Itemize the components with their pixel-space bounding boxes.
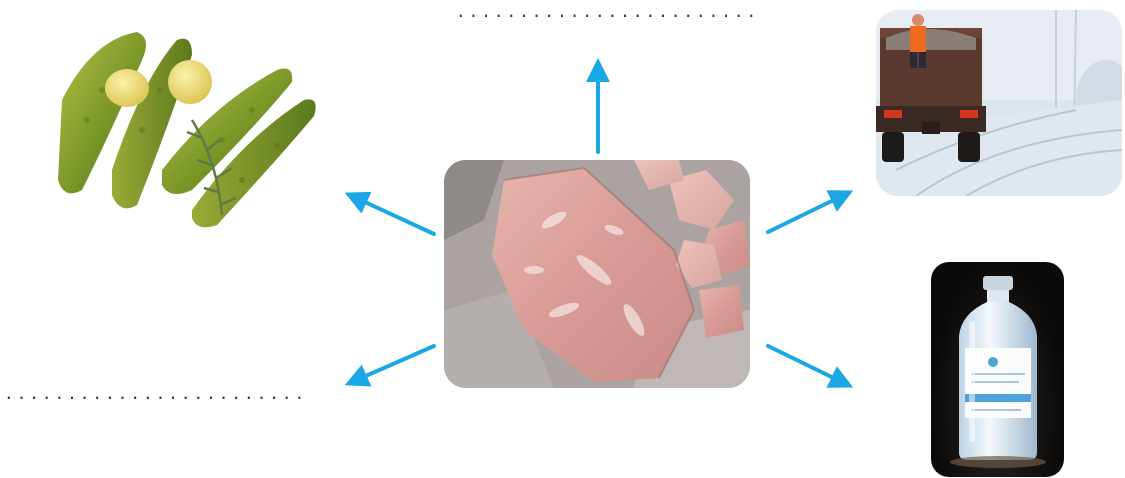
arrow-down-left — [352, 346, 434, 382]
rock-salt-image — [444, 160, 750, 388]
pickles-image — [42, 20, 322, 230]
arrow-down-right — [768, 346, 846, 384]
blank-line-top: ........................ — [456, 4, 759, 20]
snow-truck-image — [876, 10, 1122, 196]
arrow-up-left — [352, 196, 434, 234]
blank-line-bottom-left: ........................ — [4, 386, 307, 402]
arrow-up-right — [768, 194, 846, 232]
saline-bottle-image — [931, 262, 1064, 477]
